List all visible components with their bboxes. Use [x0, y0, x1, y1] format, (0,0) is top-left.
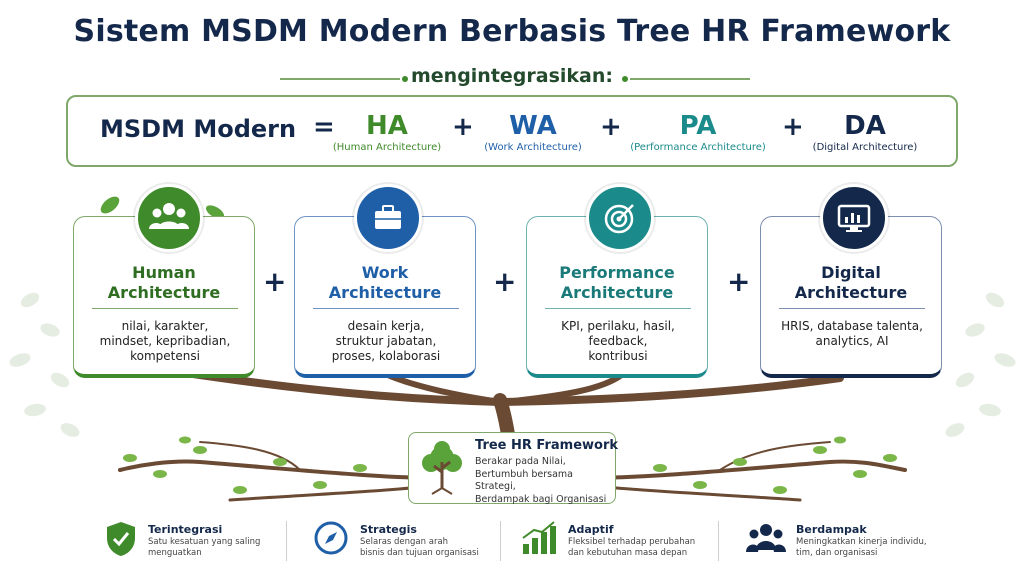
desc-line: Selaras dengan arah: [360, 537, 449, 547]
feature-title: Adaptif: [568, 523, 614, 536]
desc-line: tim, dan organisasi: [796, 548, 878, 558]
divider: [718, 521, 719, 561]
pillar-title-line1: Work: [361, 263, 409, 282]
desc-line: Berdampak bagi Organisasi: [475, 493, 607, 505]
term-full: (Work Architecture): [484, 142, 582, 153]
monitor-chart-icon: [820, 184, 888, 252]
term-abbr: DA: [844, 111, 886, 141]
target-icon: [586, 184, 654, 252]
feature-description: Satu kesatuan yang saling menguatkan: [148, 537, 298, 559]
desc-line: mindset, kepribadian,: [99, 334, 231, 348]
tree-icon: [422, 441, 462, 495]
feature-description: Fleksibel terhadap perubahan dan kebutuh…: [568, 537, 718, 559]
compass-icon: [314, 521, 348, 555]
desc-line: Satu kesatuan yang saling: [148, 537, 261, 547]
desc-line: menguatkan: [148, 548, 202, 558]
pillar-title-line2: Architecture: [560, 283, 674, 302]
pillar-description: KPI, perilaku, hasil, feedback, kontribu…: [533, 319, 703, 364]
desc-line: kompetensi: [130, 349, 200, 363]
term-abbr: HA: [366, 111, 408, 141]
page-title: Sistem MSDM Modern Berbasis Tree HR Fram…: [73, 14, 951, 49]
divider: [92, 308, 238, 309]
equation-term-ha: HA (Human Architecture): [330, 112, 444, 153]
equals-sign: =: [313, 112, 335, 142]
desc-line: nilai, karakter,: [121, 319, 209, 333]
tree-framework-description: Berakar pada Nilai, Bertumbuh bersama St…: [475, 456, 615, 506]
pillar-title-line2: Architecture: [328, 283, 442, 302]
desc-line: Bertumbuh bersama Strategi,: [475, 468, 573, 493]
equation-term-pa: PA (Performance Architecture): [622, 112, 774, 153]
pillar-title-line2: Architecture: [794, 283, 908, 302]
plus-sign: +: [600, 112, 622, 142]
pillar-title-line2: Architecture: [107, 283, 221, 302]
plus-sign: +: [493, 265, 517, 298]
desc-line: dan kebutuhan masa depan: [568, 548, 688, 558]
desc-line: Meningkatkan kinerja individu,: [796, 537, 927, 547]
pillar-title-line1: Digital: [821, 263, 881, 282]
desc-line: struktur jabatan,: [335, 334, 437, 348]
term-abbr: WA: [509, 111, 557, 141]
plus-sign: +: [727, 265, 751, 298]
desc-line: Berakar pada Nilai,: [475, 456, 566, 467]
term-full: (Human Architecture): [332, 142, 442, 153]
equation-term-wa: WA (Work Architecture): [478, 112, 588, 153]
pillar-title-line1: Human: [132, 263, 196, 282]
divider: [286, 521, 287, 561]
pillar-card-work: Work Architecture desain kerja, struktur…: [294, 216, 476, 378]
desc-line: feedback,: [588, 334, 648, 348]
shield-check-icon: [107, 522, 135, 556]
feature-title: Berdampak: [796, 523, 867, 536]
plus-sign: +: [263, 265, 287, 298]
pillar-title: Digital Architecture: [761, 263, 941, 303]
equation-term-da: DA (Digital Architecture): [806, 112, 924, 153]
pillar-description: nilai, karakter, mindset, kepribadian, k…: [80, 319, 250, 364]
desc-line: HRIS, database talenta,: [781, 319, 923, 333]
divider: [500, 521, 501, 561]
term-full: (Performance Architecture): [630, 142, 766, 153]
feature-title: Strategis: [360, 523, 417, 536]
plus-sign: +: [452, 112, 474, 142]
term-abbr: PA: [679, 111, 717, 141]
feature-description: Meningkatkan kinerja individu, tim, dan …: [796, 537, 946, 559]
feature-description: Selaras dengan arah bisnis dan tujuan or…: [360, 537, 510, 559]
equation-box: [66, 95, 958, 167]
pillar-description: HRIS, database talenta, analytics, AI: [767, 319, 937, 349]
team-icon: [746, 524, 786, 552]
plus-sign: +: [782, 112, 804, 142]
desc-line: Fleksibel terhadap perubahan: [568, 537, 696, 547]
divider: [779, 308, 925, 309]
people-icon: [135, 184, 203, 252]
divider: [545, 308, 691, 309]
pillar-title: Work Architecture: [295, 263, 475, 303]
pillar-title: Human Architecture: [74, 263, 254, 303]
desc-line: kontribusi: [588, 349, 648, 363]
pillar-description: desain kerja, struktur jabatan, proses, …: [301, 319, 471, 364]
term-full: (Digital Architecture): [812, 142, 918, 153]
divider: [313, 308, 459, 309]
briefcase-icon: [354, 184, 422, 252]
growth-chart-icon: [522, 521, 556, 554]
desc-line: analytics, AI: [815, 334, 889, 348]
feature-title: Terintegrasi: [148, 523, 223, 536]
desc-line: bisnis dan tujuan organisasi: [360, 548, 479, 558]
tree-framework-title: Tree HR Framework: [475, 438, 619, 453]
desc-line: desain kerja,: [347, 319, 425, 333]
pillar-title: Performance Architecture: [527, 263, 707, 303]
equation-lhs: MSDM Modern: [100, 115, 297, 143]
page-subtitle: mengintegrasikan:: [410, 65, 613, 87]
desc-line: proses, kolaborasi: [331, 349, 441, 363]
pillar-title-line1: Performance: [559, 263, 675, 282]
desc-line: KPI, perilaku, hasil,: [561, 319, 675, 333]
